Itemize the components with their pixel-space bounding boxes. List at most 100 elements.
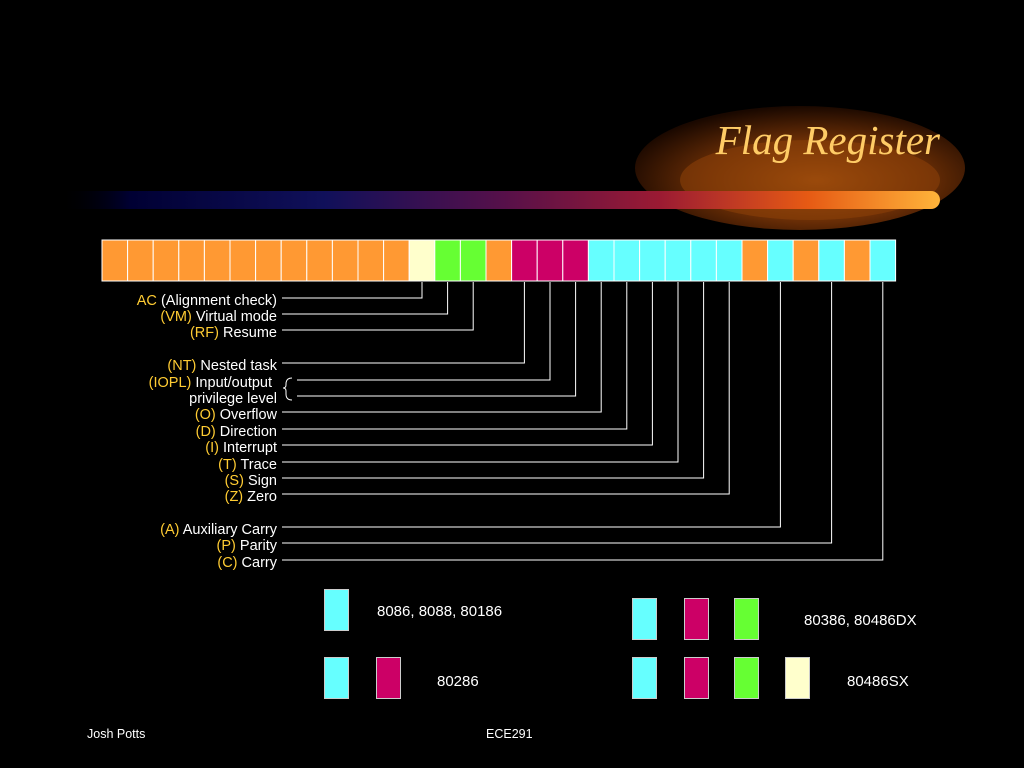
- footer-author: Josh Potts: [87, 727, 146, 741]
- register-bit-0: [869, 239, 897, 282]
- flag-name: Parity: [239, 538, 277, 554]
- register-bit-21: [331, 239, 359, 282]
- flag-label: (P) Parity: [217, 538, 277, 554]
- connector-line: [282, 282, 781, 528]
- connector-line: [282, 282, 525, 364]
- register-bit-4: [767, 239, 794, 282]
- legend-swatch-cyan: [324, 589, 349, 631]
- legend-swatch-green: [734, 657, 759, 699]
- flag-label: (A) Auxiliary Carry: [160, 522, 277, 538]
- register-bit-18: [408, 239, 436, 282]
- connector-line: [282, 282, 833, 544]
- flag-label: (D) Direction: [196, 424, 277, 440]
- legend-swatch-cyan: [632, 657, 657, 699]
- register-bit-2: [818, 239, 845, 282]
- flag-label: (C) Carry: [217, 555, 277, 571]
- register-bit-13: [536, 239, 564, 282]
- flag-abbreviation: (NT): [167, 358, 197, 374]
- legend-swatch-cyan: [632, 598, 657, 640]
- flag-label: privilege level: [189, 391, 277, 407]
- connector-line: [297, 282, 577, 397]
- register-bit-30: [101, 239, 129, 282]
- register-bit-5: [741, 239, 769, 282]
- register-bit-1: [843, 239, 871, 282]
- connector-line: [282, 282, 474, 331]
- connector-line: [282, 282, 653, 446]
- flag-label: (T) Trace: [218, 457, 277, 473]
- flag-abbreviation: (D): [195, 424, 216, 440]
- flag-name: privilege level: [189, 391, 277, 407]
- register-bit-15: [485, 239, 513, 282]
- flag-label: (IOPL) Input/output: [149, 375, 272, 391]
- flag-label: (RF) Resume: [190, 325, 277, 341]
- connector-line: [282, 282, 602, 413]
- flag-register-diagram: [101, 239, 897, 561]
- legend-swatch-cream: [785, 657, 810, 699]
- register-bit-8: [664, 239, 692, 282]
- connector-line: [282, 282, 884, 561]
- flag-abbreviation: (A): [160, 522, 180, 538]
- register-bit-22: [306, 239, 333, 282]
- flag-label: (O) Overflow: [195, 407, 277, 423]
- flag-name: Interrupt: [223, 440, 277, 456]
- register-bit-6: [715, 239, 743, 282]
- register-bit-23: [280, 239, 308, 282]
- flag-label: (NT) Nested task: [167, 358, 277, 374]
- flag-abbreviation: (Z): [224, 489, 244, 505]
- register-bit-26: [203, 239, 231, 282]
- flag-abbreviation: (S): [224, 473, 244, 489]
- flag-abbreviation: AC: [136, 293, 157, 309]
- flag-abbreviation: (O): [194, 407, 216, 423]
- flag-name: Auxiliary Carry: [182, 522, 277, 538]
- flag-abbreviation: (C): [217, 555, 238, 571]
- flag-abbreviation: (RF): [189, 325, 219, 341]
- flag-abbreviation: (P): [216, 538, 236, 554]
- register-bit-17: [434, 239, 461, 282]
- register-bit-27: [178, 239, 205, 282]
- register-bit-16: [459, 239, 487, 282]
- flag-name: Carry: [241, 555, 277, 571]
- legend-swatch-green: [734, 598, 759, 640]
- register-bit-9: [639, 239, 666, 282]
- connector-line: [282, 282, 449, 315]
- register-bit-28: [152, 239, 180, 282]
- connector-line: [282, 282, 628, 430]
- flag-name: Overflow: [219, 407, 277, 423]
- legend-label: 80286: [437, 673, 479, 690]
- register-bit-12: [562, 239, 589, 282]
- flag-name: Trace: [240, 457, 277, 473]
- register-bit-3: [792, 239, 820, 282]
- legend-swatch-magenta: [376, 657, 401, 699]
- flag-name: Nested task: [200, 358, 277, 374]
- flag-label: (I) Interrupt: [205, 440, 277, 456]
- flag-abbreviation: (IOPL): [148, 375, 192, 391]
- register-bit-24: [255, 239, 282, 282]
- legend-label: 80386, 80486DX: [804, 612, 917, 629]
- flag-label: AC (Alignment check): [137, 293, 277, 309]
- register-bit-29: [127, 239, 154, 282]
- flag-label: (VM) Virtual mode: [160, 309, 277, 325]
- legend-swatch-magenta: [684, 657, 709, 699]
- swoosh-streak: [60, 191, 940, 209]
- legend-label: 8086, 8088, 80186: [377, 603, 503, 620]
- register-bit-19: [383, 239, 410, 282]
- page-title: Flag Register: [715, 117, 940, 163]
- connector-line: [282, 282, 423, 299]
- flag-name: Input/output: [195, 375, 272, 391]
- connector-line: [297, 282, 551, 381]
- connector-line: [282, 282, 679, 463]
- flag-name: (Alignment check): [160, 293, 277, 309]
- flag-label: (Z) Zero: [225, 489, 277, 505]
- register-bit-10: [613, 239, 641, 282]
- register-bit-7: [690, 239, 717, 282]
- flag-abbreviation: (T): [218, 457, 237, 473]
- iopl-brace: [282, 377, 293, 401]
- connector-line: [282, 282, 730, 495]
- register-bit-20: [357, 239, 385, 282]
- flag-abbreviation: (VM): [160, 309, 192, 325]
- legend-swatch-magenta: [684, 598, 709, 640]
- flag-name: Zero: [247, 489, 277, 505]
- legend-swatch-cyan: [324, 657, 349, 699]
- footer-course: ECE291: [486, 727, 533, 741]
